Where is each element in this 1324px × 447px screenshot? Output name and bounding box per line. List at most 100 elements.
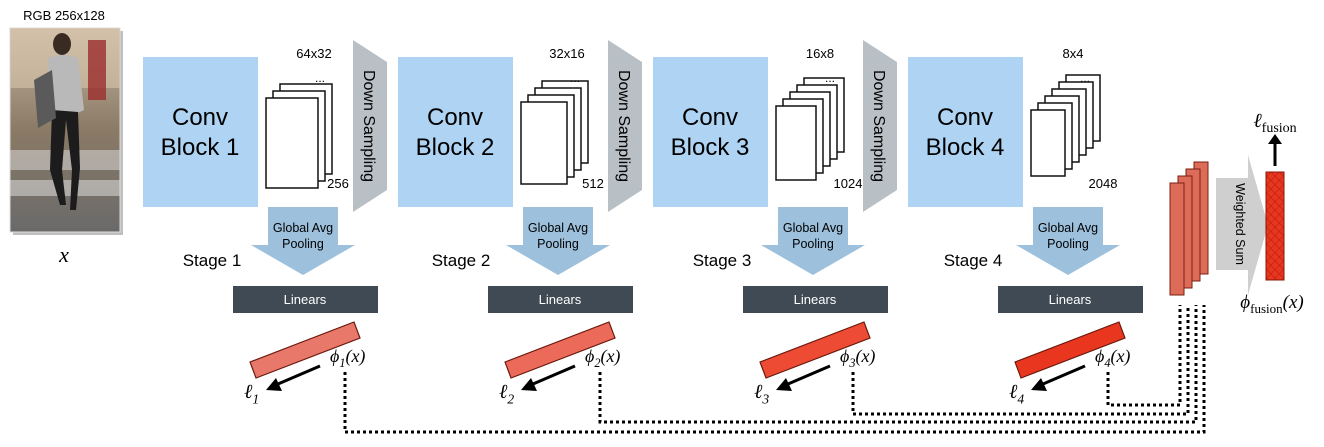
- pooling-label-line1: Global Avg: [783, 221, 843, 235]
- conv-block-3: [653, 57, 768, 207]
- feature-map-ellipsis: ...: [315, 71, 325, 85]
- input-photo: [9, 27, 123, 235]
- loss-arrow: [532, 364, 576, 386]
- linears-bar: [488, 286, 633, 313]
- fusion-phi-label: ϕfusion(x): [1240, 292, 1303, 316]
- downsampling-label: Down Sampling: [870, 70, 887, 182]
- feature-map-dims: 8x4: [1063, 46, 1084, 61]
- downsampling-label: Down Sampling: [360, 70, 377, 182]
- linears-label: Linears: [1049, 292, 1092, 307]
- feature-maps-4: [1030, 74, 1101, 177]
- loss-arrow: [1042, 364, 1086, 386]
- downsampling-block: [608, 40, 642, 212]
- input-var-label: x: [58, 242, 69, 267]
- phi-label-3: ϕ3(x): [840, 346, 875, 370]
- stage-label: Stage 3: [693, 251, 752, 270]
- feature-map: [265, 97, 319, 189]
- loss-label-3: ℓ3: [754, 381, 769, 407]
- pooling-arrow: [506, 207, 610, 275]
- pooling-label-line1: Global Avg: [273, 221, 333, 235]
- linears-bar: [233, 286, 378, 313]
- conv-block-subtitle: Block 1: [161, 134, 240, 161]
- linears-bar: [998, 286, 1143, 313]
- stage-label: Stage 2: [432, 251, 491, 270]
- feature-map-dims: 64x32: [296, 46, 331, 61]
- feature-map-dims: 16x8: [806, 46, 834, 61]
- feature-map: [520, 101, 568, 185]
- stacked-feature-bar: [1169, 182, 1185, 296]
- loss-arrow-head: [266, 378, 282, 391]
- linears-label: Linears: [539, 292, 582, 307]
- feature-map-ellipsis: ...: [570, 71, 580, 85]
- conv-block-title: Conv: [172, 104, 228, 131]
- feature-map-channels: 256: [327, 176, 349, 191]
- stage-label: Stage 4: [944, 251, 1003, 270]
- loss-arrow: [277, 364, 321, 386]
- linears-label: Linears: [284, 292, 327, 307]
- downsampling-label: Down Sampling: [615, 70, 632, 182]
- pooling-arrow: [761, 207, 865, 275]
- loss-arrow-head: [1031, 378, 1047, 391]
- feature-vector-1: [249, 321, 361, 379]
- fusion-loss-label: ℓfusion: [1253, 110, 1296, 136]
- phi-label-4: ϕ4(x): [1095, 346, 1130, 370]
- pooling-label-line2: Pooling: [282, 237, 324, 251]
- downsampling-block: [353, 40, 387, 212]
- loss-arrow-head: [521, 378, 537, 391]
- feature-map-channels: 512: [582, 176, 604, 191]
- connection-line-2: [598, 305, 1198, 424]
- fusion-feature-bar: [1265, 171, 1285, 281]
- pooling-label-line1: Global Avg: [1038, 221, 1098, 235]
- conv-block-subtitle: Block 4: [926, 134, 1005, 161]
- connection-line-4: [1106, 305, 1182, 407]
- loss-label-2: ℓ2: [499, 381, 514, 407]
- feature-map: [775, 105, 817, 181]
- feature-maps-1: [265, 83, 333, 189]
- phi-label-2: ϕ2(x): [585, 346, 620, 370]
- downsampling-block: [863, 40, 897, 212]
- feature-map: [1030, 109, 1066, 177]
- weighted-sum-label: Weighted Sum: [1233, 183, 1247, 265]
- pooling-label-line2: Pooling: [1047, 237, 1089, 251]
- loss-label-4: ℓ4: [1009, 381, 1024, 407]
- feature-vector-3: [759, 321, 871, 379]
- pooling-label-line2: Pooling: [537, 237, 579, 251]
- loss-arrow: [787, 364, 831, 386]
- feature-map-ellipsis: ...: [1080, 71, 1090, 85]
- phi-label-1: ϕ1(x): [330, 346, 365, 370]
- connection-line-1: [343, 305, 1206, 434]
- stage-label: Stage 1: [183, 251, 242, 270]
- linears-bar: [743, 286, 888, 313]
- conv-block-2: [398, 57, 513, 207]
- connection-line-3: [851, 305, 1190, 416]
- pooling-arrow: [251, 207, 355, 275]
- conv-block-title: Conv: [427, 104, 483, 131]
- input-size-label: RGB 256x128: [23, 8, 105, 23]
- feature-map-ellipsis: ...: [825, 71, 835, 85]
- feature-vector-4: [1014, 321, 1126, 379]
- pooling-label-line2: Pooling: [792, 237, 834, 251]
- pooling-arrow: [1016, 207, 1120, 275]
- stacked-features: [1169, 161, 1209, 296]
- feature-vector-2: [504, 321, 616, 379]
- loss-arrow-head: [776, 378, 792, 391]
- conv-block-subtitle: Block 2: [416, 134, 495, 161]
- loss-label-1: ℓ1: [244, 381, 259, 407]
- feature-maps-3: [775, 77, 845, 181]
- conv-block-title: Conv: [682, 104, 738, 131]
- pooling-label-line1: Global Avg: [528, 221, 588, 235]
- conv-block-title: Conv: [937, 104, 993, 131]
- feature-map-channels: 2048: [1089, 176, 1118, 191]
- weighted-sum-arrow: [1216, 155, 1268, 295]
- feature-map-dims: 32x16: [549, 46, 584, 61]
- conv-block-4: [908, 57, 1023, 207]
- conv-block-subtitle: Block 3: [671, 134, 750, 161]
- feature-connections: [343, 305, 1206, 434]
- feature-maps-2: [520, 80, 589, 185]
- linears-label: Linears: [794, 292, 837, 307]
